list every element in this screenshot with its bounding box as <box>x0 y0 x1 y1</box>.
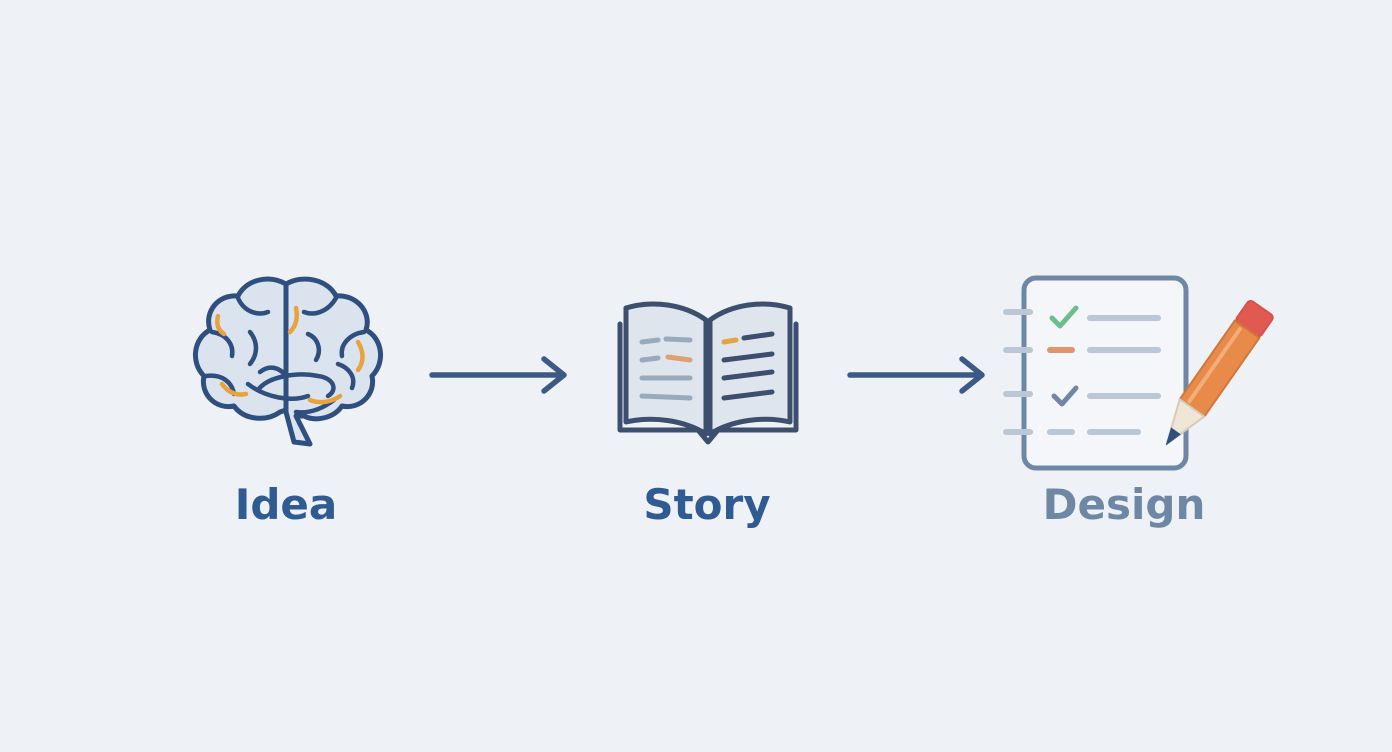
brain-icon <box>193 276 383 447</box>
step-label-story: Story <box>643 480 771 529</box>
open-book-icon <box>617 301 799 445</box>
arrow-right-icon <box>429 356 567 394</box>
step-label-design: Design <box>1042 480 1206 529</box>
arrow-right-icon <box>847 356 985 394</box>
checklist-pencil-icon <box>1003 275 1274 471</box>
step-label-idea: Idea <box>234 480 338 529</box>
